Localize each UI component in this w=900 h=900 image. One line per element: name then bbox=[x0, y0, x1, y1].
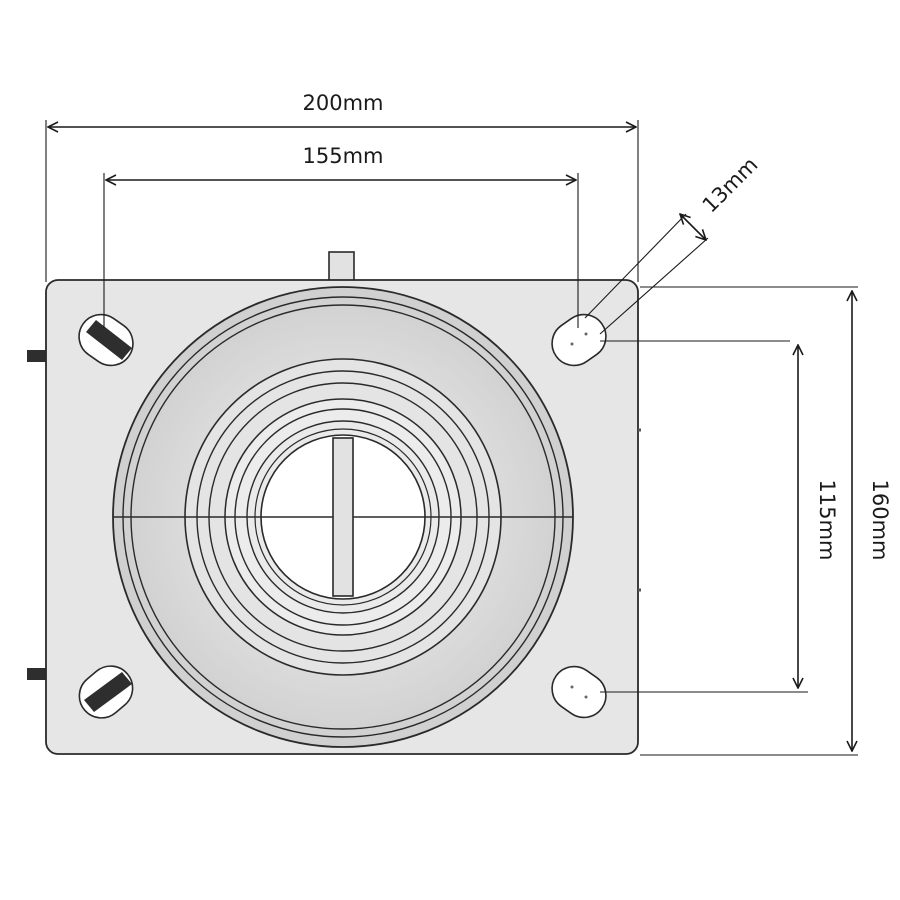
side-tab-upper bbox=[27, 350, 47, 362]
slot-top-left bbox=[78, 313, 134, 367]
dimension-overall-height: 160mm bbox=[640, 286, 892, 756]
dimension-hole-spacing-width: 155mm bbox=[103, 144, 579, 328]
label-overall-width: 200mm bbox=[303, 91, 384, 115]
side-tab-lower bbox=[27, 668, 47, 680]
swivel-bearing bbox=[112, 286, 574, 748]
dimension-overall-width: 200mm bbox=[45, 91, 639, 282]
label-slot-width: 13mm bbox=[698, 153, 763, 218]
label-hole-spacing-width: 155mm bbox=[303, 144, 384, 168]
slot-top-right bbox=[551, 313, 607, 367]
label-overall-height: 160mm bbox=[868, 480, 892, 561]
label-hole-spacing-height: 115mm bbox=[815, 480, 839, 561]
center-shaft bbox=[332, 437, 354, 597]
dimension-hole-spacing-height: 115mm bbox=[600, 340, 839, 693]
slot-bottom-right bbox=[551, 665, 607, 719]
slot-bottom-left bbox=[78, 665, 134, 719]
